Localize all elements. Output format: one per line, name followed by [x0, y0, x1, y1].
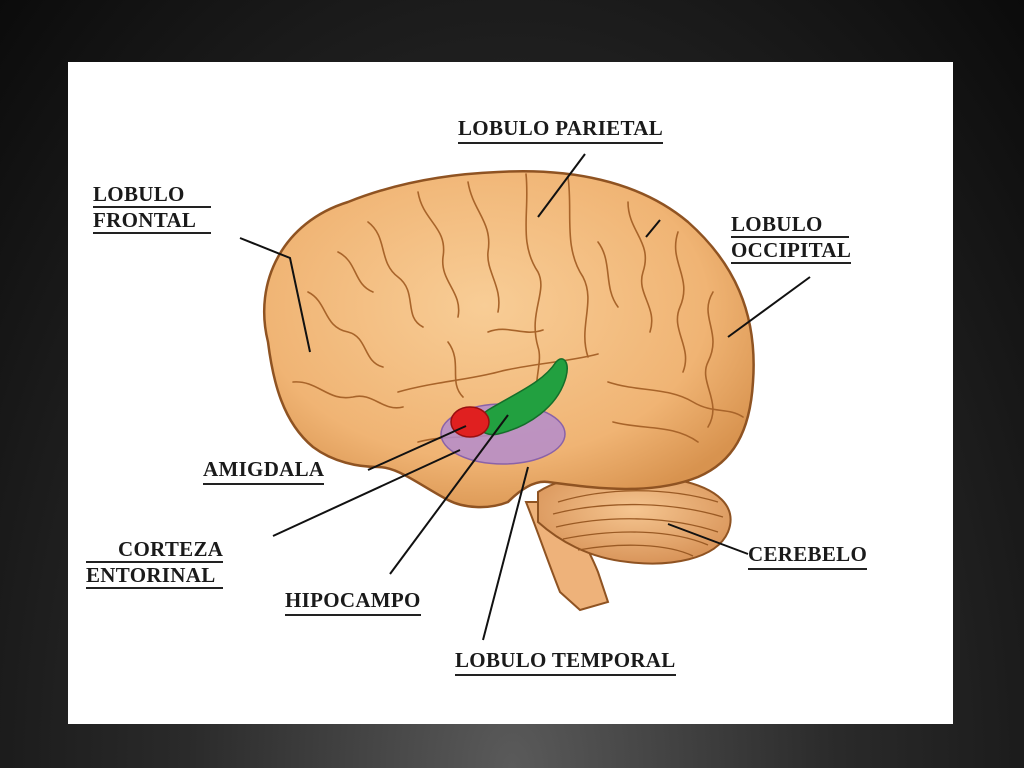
label-corteza-entorinal-line2: ENTORINAL [86, 563, 224, 589]
label-cerebelo: CEREBELO [748, 542, 868, 570]
amygdala-region [450, 406, 490, 438]
label-hipocampo: HIPOCAMPO [285, 588, 421, 616]
label-lobulo-frontal: LOBULO FRONTAL [93, 182, 211, 236]
label-corteza-entorinal: CORTEZA ENTORINAL [86, 537, 224, 591]
label-amigdala: AMIGDALA [203, 457, 325, 485]
hippocampus-region [478, 358, 568, 436]
label-corteza-entorinal-line1: CORTEZA [86, 537, 224, 563]
cerebellum-folia [552, 490, 724, 557]
label-lobulo-parietal: LOBULO PARIETAL [458, 116, 664, 144]
label-lobulo-temporal: LOBULO TEMPORAL [455, 648, 676, 676]
leader-lines [239, 153, 811, 641]
slide-panel: LOBULO PARIETAL LOBULO FRONTAL LOBULO OC… [68, 62, 953, 724]
cerebrum [263, 170, 755, 509]
label-lobulo-occipital: LOBULO OCCIPITAL [731, 212, 852, 266]
label-lobulo-frontal-line1: LOBULO [93, 182, 211, 208]
label-lobulo-occipital-line2: OCCIPITAL [731, 238, 852, 264]
gyri-lines [292, 173, 744, 443]
brain-diagram [239, 153, 811, 641]
label-lobulo-frontal-line2: FRONTAL [93, 208, 211, 234]
label-lobulo-occipital-line1: LOBULO [731, 212, 849, 238]
